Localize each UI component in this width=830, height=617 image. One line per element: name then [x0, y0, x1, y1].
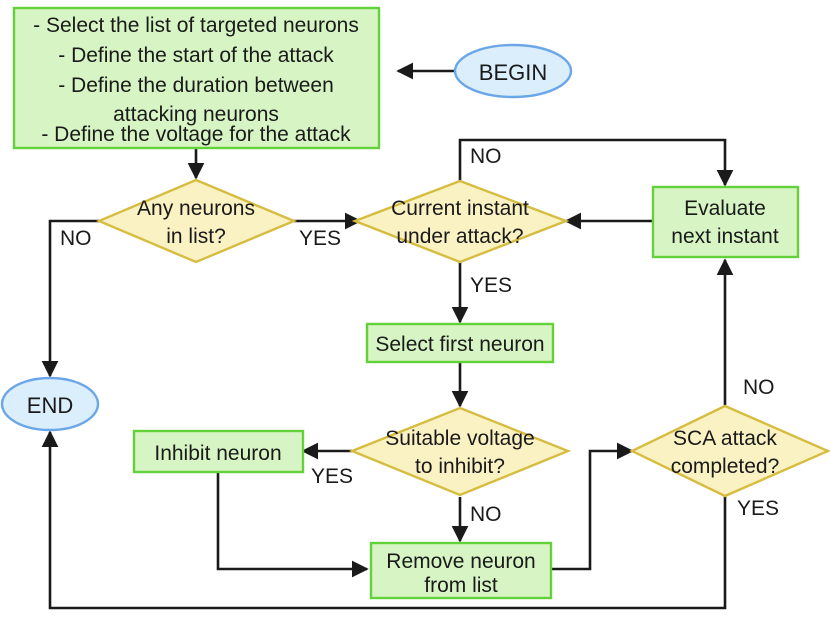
- remove-neuron-line-1: Remove neuron: [386, 550, 535, 573]
- edge-label-suitable-no: NO: [470, 503, 502, 526]
- any-neurons-diamond[interactable]: [95, 178, 298, 264]
- node-evaluate-next-instant[interactable]: Evaluate next instant: [651, 185, 800, 259]
- sca-completed-line-1: SCA attack: [673, 427, 777, 450]
- evaluate-next-line-2: next instant: [671, 225, 779, 248]
- edge-current-instant-no-to-evaluate: [458, 138, 734, 187]
- edge-sca-yes-to-end: [41, 430, 727, 610]
- remove-neuron-box[interactable]: [369, 541, 553, 600]
- edge-labels: NO YES NO YES YES NO NO YES: [60, 145, 779, 526]
- begin-ellipse[interactable]: [453, 43, 573, 99]
- select-first-box[interactable]: [365, 322, 555, 364]
- suitable-voltage-diamond[interactable]: [348, 406, 572, 497]
- node-end[interactable]: END: [0, 376, 100, 432]
- any-neurons-line-1: Any neurons: [137, 197, 255, 220]
- inhibit-neuron-line-1: Inhibit neuron: [154, 442, 281, 465]
- setup-line-2: - Define the start of the attack: [58, 44, 334, 67]
- sca-completed-line-2: completed?: [671, 455, 780, 478]
- setup-line-1: - Select the list of targeted neurons: [33, 14, 359, 37]
- begin-label: BEGIN: [479, 60, 547, 85]
- setup-line-5: - Define the voltage for the attack: [41, 123, 351, 146]
- suitable-voltage-line-1: Suitable voltage: [385, 427, 534, 450]
- node-sca-completed[interactable]: SCA attack completed?: [629, 404, 830, 498]
- remove-neuron-line-2: from list: [424, 574, 498, 597]
- inhibit-neuron-box[interactable]: [132, 429, 305, 474]
- end-label: END: [27, 393, 73, 418]
- node-suitable-voltage[interactable]: Suitable voltage to inhibit?: [348, 406, 572, 497]
- node-any-neurons[interactable]: Any neurons in list?: [95, 178, 298, 264]
- setup-box[interactable]: [12, 6, 381, 150]
- edge-label-suitable-yes: YES: [311, 465, 353, 488]
- evaluate-next-box[interactable]: [651, 185, 800, 259]
- any-neurons-line-2: in list?: [166, 225, 226, 248]
- node-begin[interactable]: BEGIN: [453, 43, 573, 99]
- node-select-first-neuron[interactable]: Select first neuron: [365, 322, 555, 364]
- setup-line-4: attacking neurons: [113, 103, 279, 126]
- edge-label-sca-no: NO: [743, 376, 775, 399]
- current-instant-line-1: Current instant: [391, 197, 529, 220]
- end-ellipse[interactable]: [0, 376, 100, 432]
- setup-line-3: - Define the duration between: [58, 74, 334, 97]
- node-current-instant[interactable]: Current instant under attack?: [351, 179, 570, 264]
- edge-label-sca-yes: YES: [737, 497, 779, 520]
- edge-label-current-instant-no: NO: [470, 145, 502, 168]
- node-setup[interactable]: - Select the list of targeted neurons - …: [12, 6, 381, 150]
- node-remove-neuron[interactable]: Remove neuron from list: [369, 541, 553, 600]
- sca-completed-diamond[interactable]: [629, 404, 830, 498]
- edge-any-neurons-no-to-end: [41, 219, 99, 378]
- edge-label-any-neurons-no: NO: [60, 227, 92, 250]
- select-first-line-1: Select first neuron: [375, 333, 544, 356]
- suitable-voltage-line-2: to inhibit?: [415, 455, 505, 478]
- current-instant-diamond[interactable]: [351, 179, 570, 264]
- edge-remove-to-sca: [551, 442, 634, 571]
- edge-label-current-instant-yes: YES: [470, 274, 512, 297]
- edge-inhibit-to-remove: [216, 472, 369, 578]
- edges: [41, 62, 734, 610]
- node-inhibit-neuron[interactable]: Inhibit neuron: [132, 429, 305, 474]
- evaluate-next-line-1: Evaluate: [684, 197, 766, 220]
- current-instant-line-2: under attack?: [396, 225, 523, 248]
- edge-label-any-neurons-yes: YES: [299, 227, 341, 250]
